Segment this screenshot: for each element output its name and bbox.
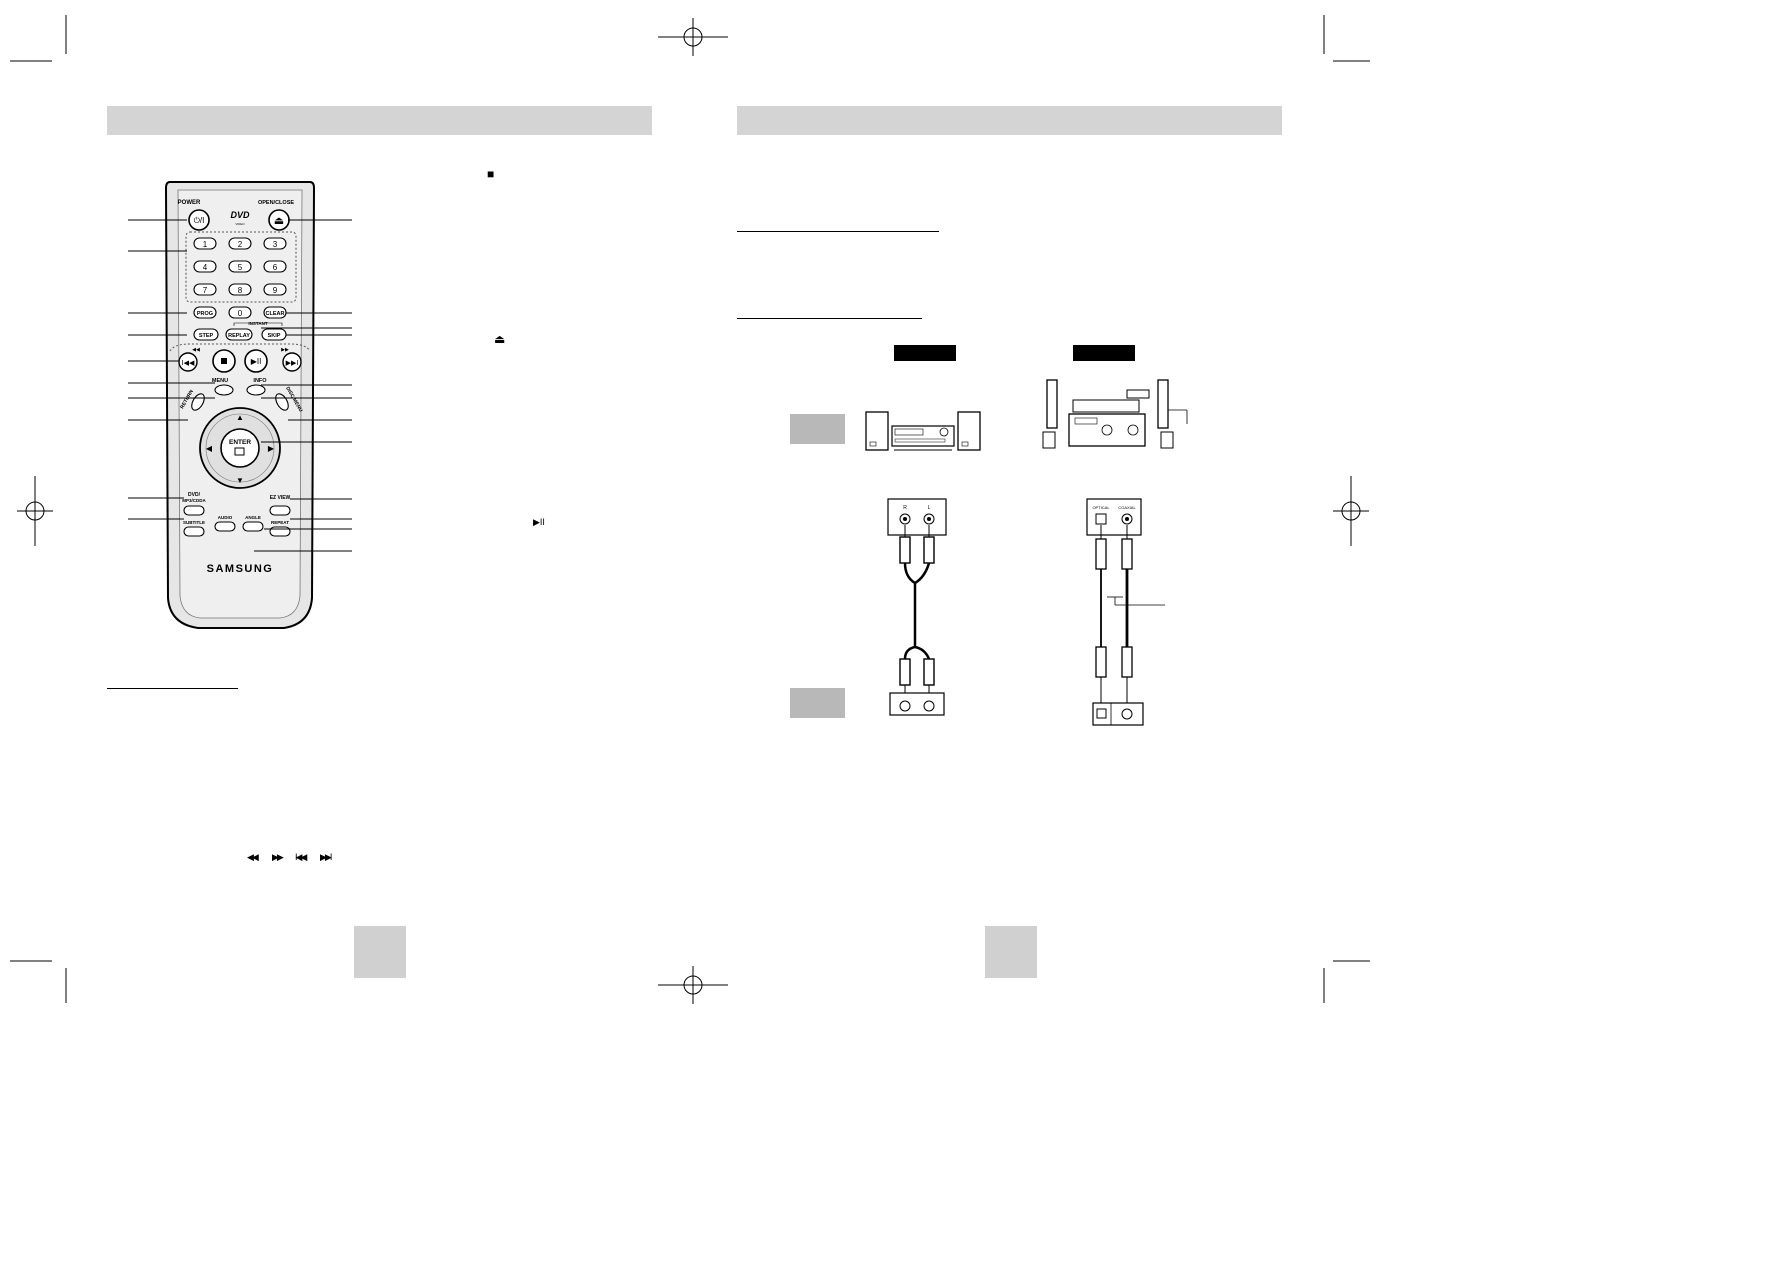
- fast-forward-symbol: ▶▶: [272, 852, 284, 862]
- digit-label-5: 5: [238, 263, 243, 272]
- repeat-label: REPEAT: [271, 520, 289, 525]
- skip-forward-symbol: ▶▶I: [320, 852, 332, 862]
- next-skip-icon: ▶▶I: [286, 360, 299, 367]
- jack-label-l: L: [928, 505, 931, 511]
- next-skip-button[interactable]: [282, 352, 302, 372]
- ez-view-button[interactable]: [269, 505, 291, 516]
- digit-button-1[interactable]: [193, 237, 217, 250]
- stop-icon: [221, 358, 227, 364]
- ez-view-label: EZ VIEW: [270, 495, 291, 501]
- play-pause-button[interactable]: [244, 349, 268, 373]
- info-label: INFO: [253, 378, 267, 384]
- step-label: STEP: [199, 333, 214, 339]
- left-section-rule: [107, 688, 238, 689]
- up-arrow-icon[interactable]: ▲: [236, 413, 244, 422]
- prev-skip-button[interactable]: [178, 352, 198, 372]
- play-pause-symbol: ▶II: [533, 517, 545, 527]
- audio-system-tag: [790, 414, 845, 444]
- digit-button-7[interactable]: [193, 283, 217, 296]
- power-button[interactable]: [188, 209, 210, 231]
- clear-label: CLEAR: [266, 311, 285, 317]
- open-close-label: OPEN/CLOSE: [258, 200, 294, 206]
- jack-label-r: R: [903, 505, 907, 511]
- instant-label: INSTANT: [248, 321, 267, 326]
- digit-label-3: 3: [273, 240, 278, 249]
- left-arrow-icon[interactable]: ◀: [206, 444, 213, 453]
- right-page-number-box: [985, 926, 1037, 978]
- prev-skip-icon: I◀◀: [182, 360, 195, 367]
- digit-button-4[interactable]: [193, 260, 217, 273]
- enter-label: ENTER: [229, 439, 251, 446]
- left-page-number-box: [354, 926, 406, 978]
- angle-label: ANGLE: [245, 515, 261, 520]
- audio-label: AUDIO: [218, 515, 233, 520]
- digit-button-6[interactable]: [263, 260, 287, 273]
- remote-control-illustration: POWER ⏻/I DVD VIDEO OPEN/CLOSE ⏏ 1 2 3 4…: [164, 181, 316, 629]
- subtitle-button[interactable]: [183, 526, 205, 537]
- digit-label-7: 7: [203, 286, 208, 295]
- digit-button-3[interactable]: [263, 237, 287, 250]
- stop-symbol: ■: [487, 167, 495, 181]
- menu-button[interactable]: [214, 384, 234, 396]
- step-button[interactable]: [193, 328, 219, 341]
- power-label: POWER: [178, 200, 201, 206]
- digit-button-5[interactable]: [228, 260, 252, 273]
- dvd-mp3-label-2: MP3/CDDA: [182, 498, 206, 503]
- digital-connection-diagram: OPTICAL COAXIAL: [1086, 498, 1165, 726]
- jack-label-coaxial: COAXIAL: [1118, 505, 1136, 510]
- eject-symbol: ⏏: [494, 332, 506, 346]
- digit-label-0: 0: [238, 309, 243, 318]
- prog-label: PROG: [197, 311, 213, 317]
- power-icon: ⏻/I: [194, 216, 205, 225]
- dvd-mp3-button[interactable]: [183, 505, 205, 516]
- dvd-mp3-label: DVD/: [188, 492, 201, 498]
- left-page-header-bar: [107, 106, 652, 135]
- jack-label-optical: OPTICAL: [1092, 505, 1110, 510]
- digit-label-1: 1: [203, 240, 208, 249]
- fast-forward-icon: ▶▶: [281, 347, 289, 353]
- analog-connection-diagram: R L: [887, 498, 947, 716]
- skip-label: SKIP: [268, 333, 281, 339]
- right-page-header-bar: [737, 106, 1282, 135]
- remote-callout-lines: [128, 219, 352, 552]
- skip-back-symbol: I◀◀: [295, 852, 307, 862]
- play-pause-icon: ▶II: [251, 357, 262, 366]
- prog-button[interactable]: [193, 306, 217, 319]
- case-2-tag: [1073, 345, 1135, 361]
- dvd-player-tag: [790, 688, 845, 718]
- right-section-rule-2: [737, 318, 922, 319]
- replay-button[interactable]: [225, 328, 253, 341]
- digit-buttons[interactable]: [193, 237, 287, 319]
- digit-label-6: 6: [273, 263, 278, 272]
- dvd-logo-sub: VIDEO: [235, 222, 245, 226]
- menu-label: MENU: [212, 378, 228, 384]
- angle-button[interactable]: [242, 521, 264, 532]
- rewind-symbol: ◀◀: [247, 852, 259, 862]
- digit-label-8: 8: [238, 286, 243, 295]
- home-theater-illustration: [1042, 379, 1188, 449]
- digit-label-2: 2: [238, 240, 243, 249]
- eject-icon: ⏏: [274, 215, 284, 227]
- digit-button-0[interactable]: [228, 306, 252, 319]
- stereo-system-illustration: [865, 411, 981, 451]
- info-button[interactable]: [246, 384, 266, 396]
- audio-button[interactable]: [214, 521, 236, 532]
- down-arrow-icon[interactable]: ▼: [236, 476, 244, 485]
- rewind-icon: ◀◀: [192, 347, 200, 353]
- right-section-rule-1: [737, 231, 939, 232]
- dvd-logo: DVD: [230, 210, 250, 220]
- right-arrow-icon[interactable]: ▶: [268, 444, 275, 453]
- samsung-logo: SAMSUNG: [207, 563, 274, 575]
- digit-button-8[interactable]: [228, 283, 252, 296]
- replay-label: REPLAY: [228, 333, 250, 339]
- digit-button-2[interactable]: [228, 237, 252, 250]
- digit-label-9: 9: [273, 286, 278, 295]
- enter-icon: [234, 447, 245, 456]
- case-1-tag: [894, 345, 956, 361]
- subtitle-label: SUBTITLE: [183, 520, 205, 525]
- digit-label-4: 4: [203, 263, 208, 272]
- digit-button-9[interactable]: [263, 283, 287, 296]
